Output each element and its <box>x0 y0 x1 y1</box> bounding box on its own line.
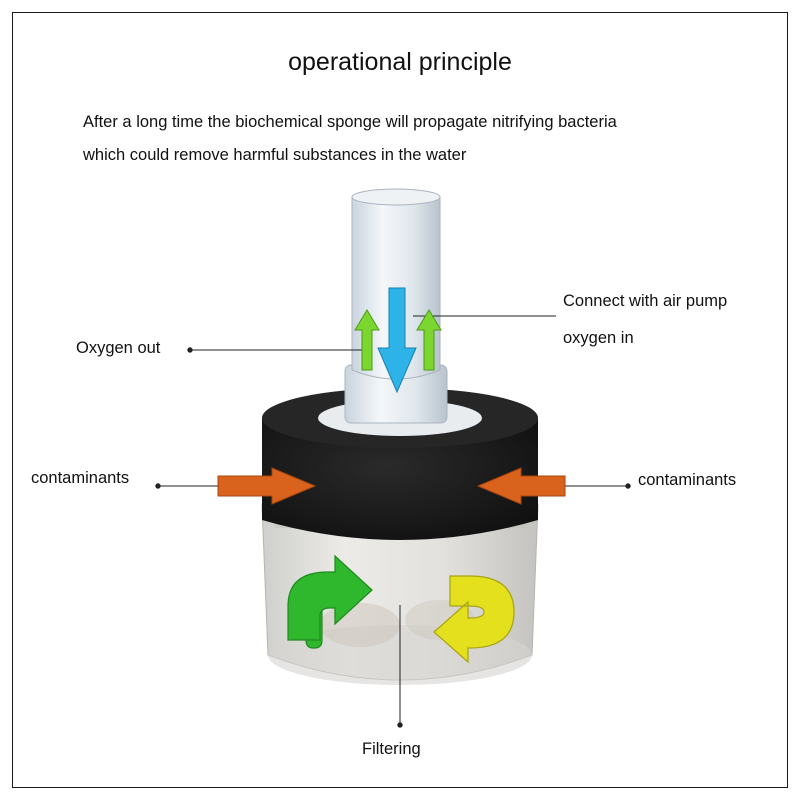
contaminant-arrow-right <box>476 467 566 505</box>
label-contaminants-left: contaminants <box>31 469 130 487</box>
description-line-1: After a long time the biochemical sponge… <box>83 113 617 131</box>
oxygen-out-arrow-right <box>416 309 442 371</box>
label-filtering: Filtering <box>362 740 421 758</box>
flow-arrow-yellow <box>433 575 515 664</box>
description-line-2: which could remove harmful substances in… <box>83 146 467 164</box>
label-connect-air-pump: Connect with air pump <box>563 292 728 310</box>
label-oxygen-out: Oxygen out <box>76 339 161 357</box>
label-oxygen-in: oxygen in <box>563 329 634 347</box>
flow-arrow-green <box>287 554 373 649</box>
oxygen-out-arrow-left <box>354 309 380 371</box>
air-in-arrow <box>377 287 417 394</box>
contaminant-arrow-left <box>217 467 317 505</box>
leader-lines <box>155 315 631 728</box>
diagram-title: operational principle <box>288 48 512 76</box>
label-contaminants-right: contaminants <box>638 471 737 489</box>
